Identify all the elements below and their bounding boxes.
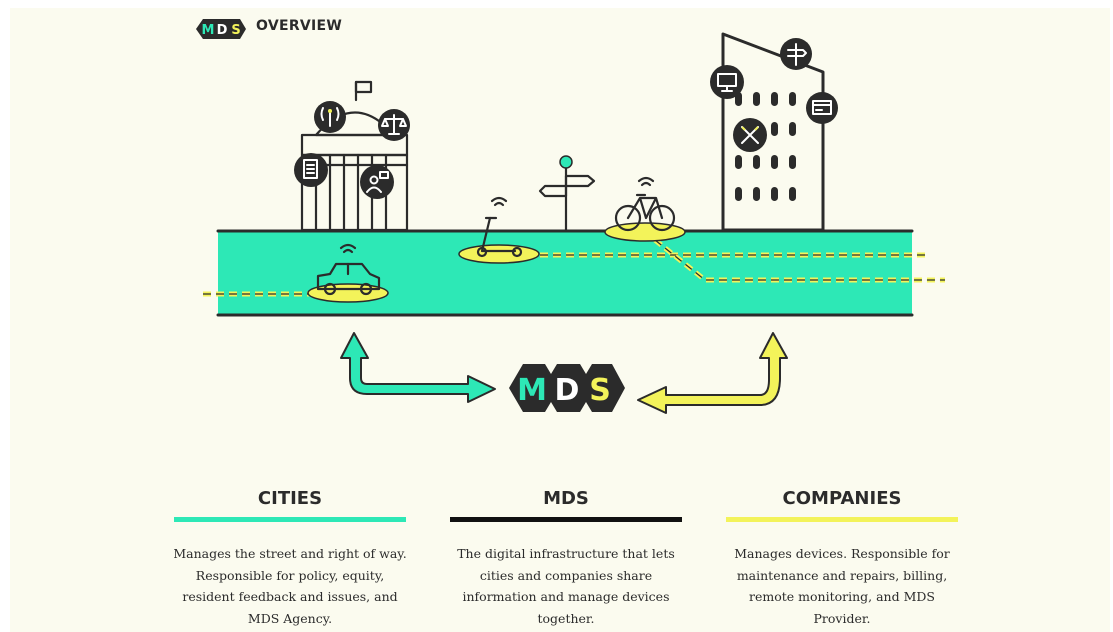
car-icon	[307, 262, 389, 303]
companies-description: Manages devices. Responsible for mainten…	[734, 546, 950, 626]
scooter-icon	[458, 216, 540, 264]
header-logo-m: M	[202, 23, 215, 38]
companies-arrow	[637, 332, 788, 414]
bicycle-icon	[604, 193, 686, 242]
company-building	[710, 32, 838, 232]
center-mds-logo: M D S	[509, 364, 625, 412]
mds-description: The digital infrastructure that lets cit…	[457, 546, 675, 626]
scooter-wifi-icon	[490, 196, 508, 207]
center-logo-m: M	[517, 373, 547, 408]
center-logo-d: D	[555, 373, 580, 408]
header-logo-s: S	[231, 23, 240, 38]
city-hall	[294, 80, 410, 232]
diagram-canvas	[10, 8, 1110, 632]
cities-description: Manages the street and right of way. Res…	[173, 546, 407, 626]
monitor-icon	[710, 65, 744, 99]
companies-title: COMPANIES	[782, 488, 902, 509]
street-signpost-icon	[538, 155, 596, 232]
mds-bar	[450, 517, 682, 522]
overview-label: OVERVIEW	[256, 18, 343, 34]
cities-arrow	[340, 332, 496, 403]
bicycle-wifi-icon	[637, 176, 655, 187]
center-logo-s: S	[589, 373, 611, 408]
header-logo-d: D	[217, 23, 228, 38]
car-wifi-icon	[339, 243, 357, 254]
companies-bar	[726, 517, 958, 522]
header-logo: M D S	[196, 19, 246, 39]
credit-card-icon	[806, 92, 838, 124]
mds-title: MDS	[543, 488, 589, 509]
cities-title: CITIES	[257, 488, 323, 509]
cities-bar	[174, 517, 406, 522]
street	[203, 229, 945, 317]
